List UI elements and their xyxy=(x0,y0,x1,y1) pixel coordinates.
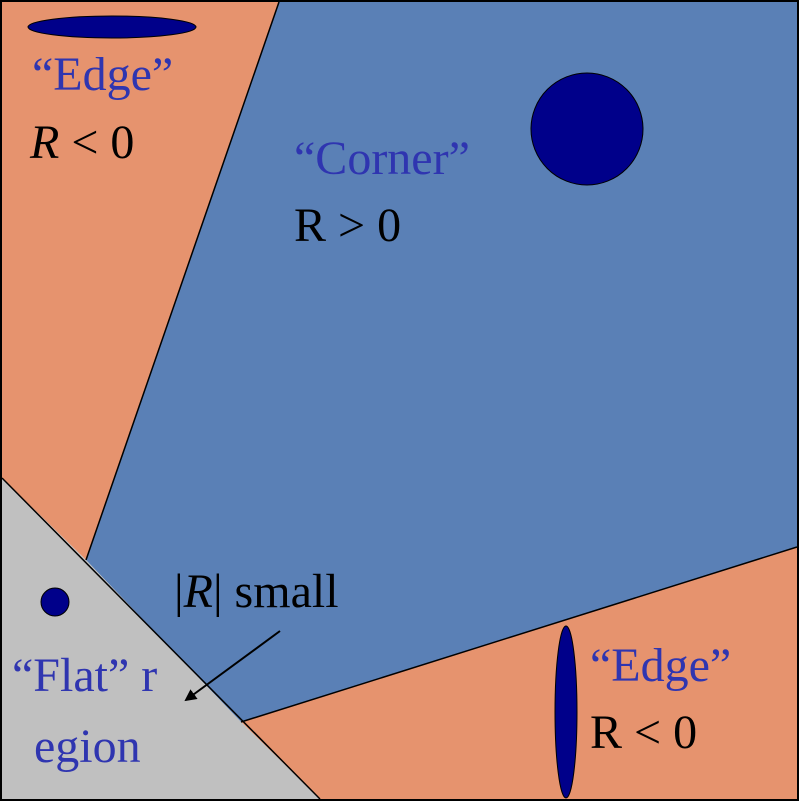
flat-label-line2: egion xyxy=(34,720,141,773)
boundary-line-corner-edge-bottom xyxy=(240,546,798,723)
corner-title: “Corner” xyxy=(294,132,470,185)
edge-horizontal-ellipse xyxy=(27,15,197,39)
r-small-symbol: R xyxy=(183,565,213,618)
edge-bottom-title: “Edge” xyxy=(590,639,731,692)
edge-top-r-symbol: R xyxy=(29,116,59,169)
edge-vertical-ellipse xyxy=(554,625,578,799)
edge-bottom-r-condition: R < 0 xyxy=(590,706,697,759)
r-small-bar-open: | xyxy=(174,565,184,618)
edge-top-title: “Edge” xyxy=(32,48,173,101)
r-small-text: | small xyxy=(213,565,339,618)
flat-small-circle xyxy=(40,587,70,617)
edge-region-top-left xyxy=(2,2,279,560)
flat-label-line1: “Flat” r xyxy=(12,649,157,702)
r-small-label: |R| small xyxy=(174,565,339,618)
edge-region-bottom-right xyxy=(241,547,797,799)
boundary-line-edge-corner-top xyxy=(85,1,280,561)
boundary-line-flat xyxy=(1,477,321,800)
corner-circle xyxy=(530,72,644,186)
corner-region xyxy=(86,2,797,722)
edge-top-r-inequality: < 0 xyxy=(59,116,134,169)
corner-r-condition: R > 0 xyxy=(294,199,401,252)
edge-top-r-condition: R < 0 xyxy=(29,116,134,169)
r-small-arrow xyxy=(184,630,281,702)
